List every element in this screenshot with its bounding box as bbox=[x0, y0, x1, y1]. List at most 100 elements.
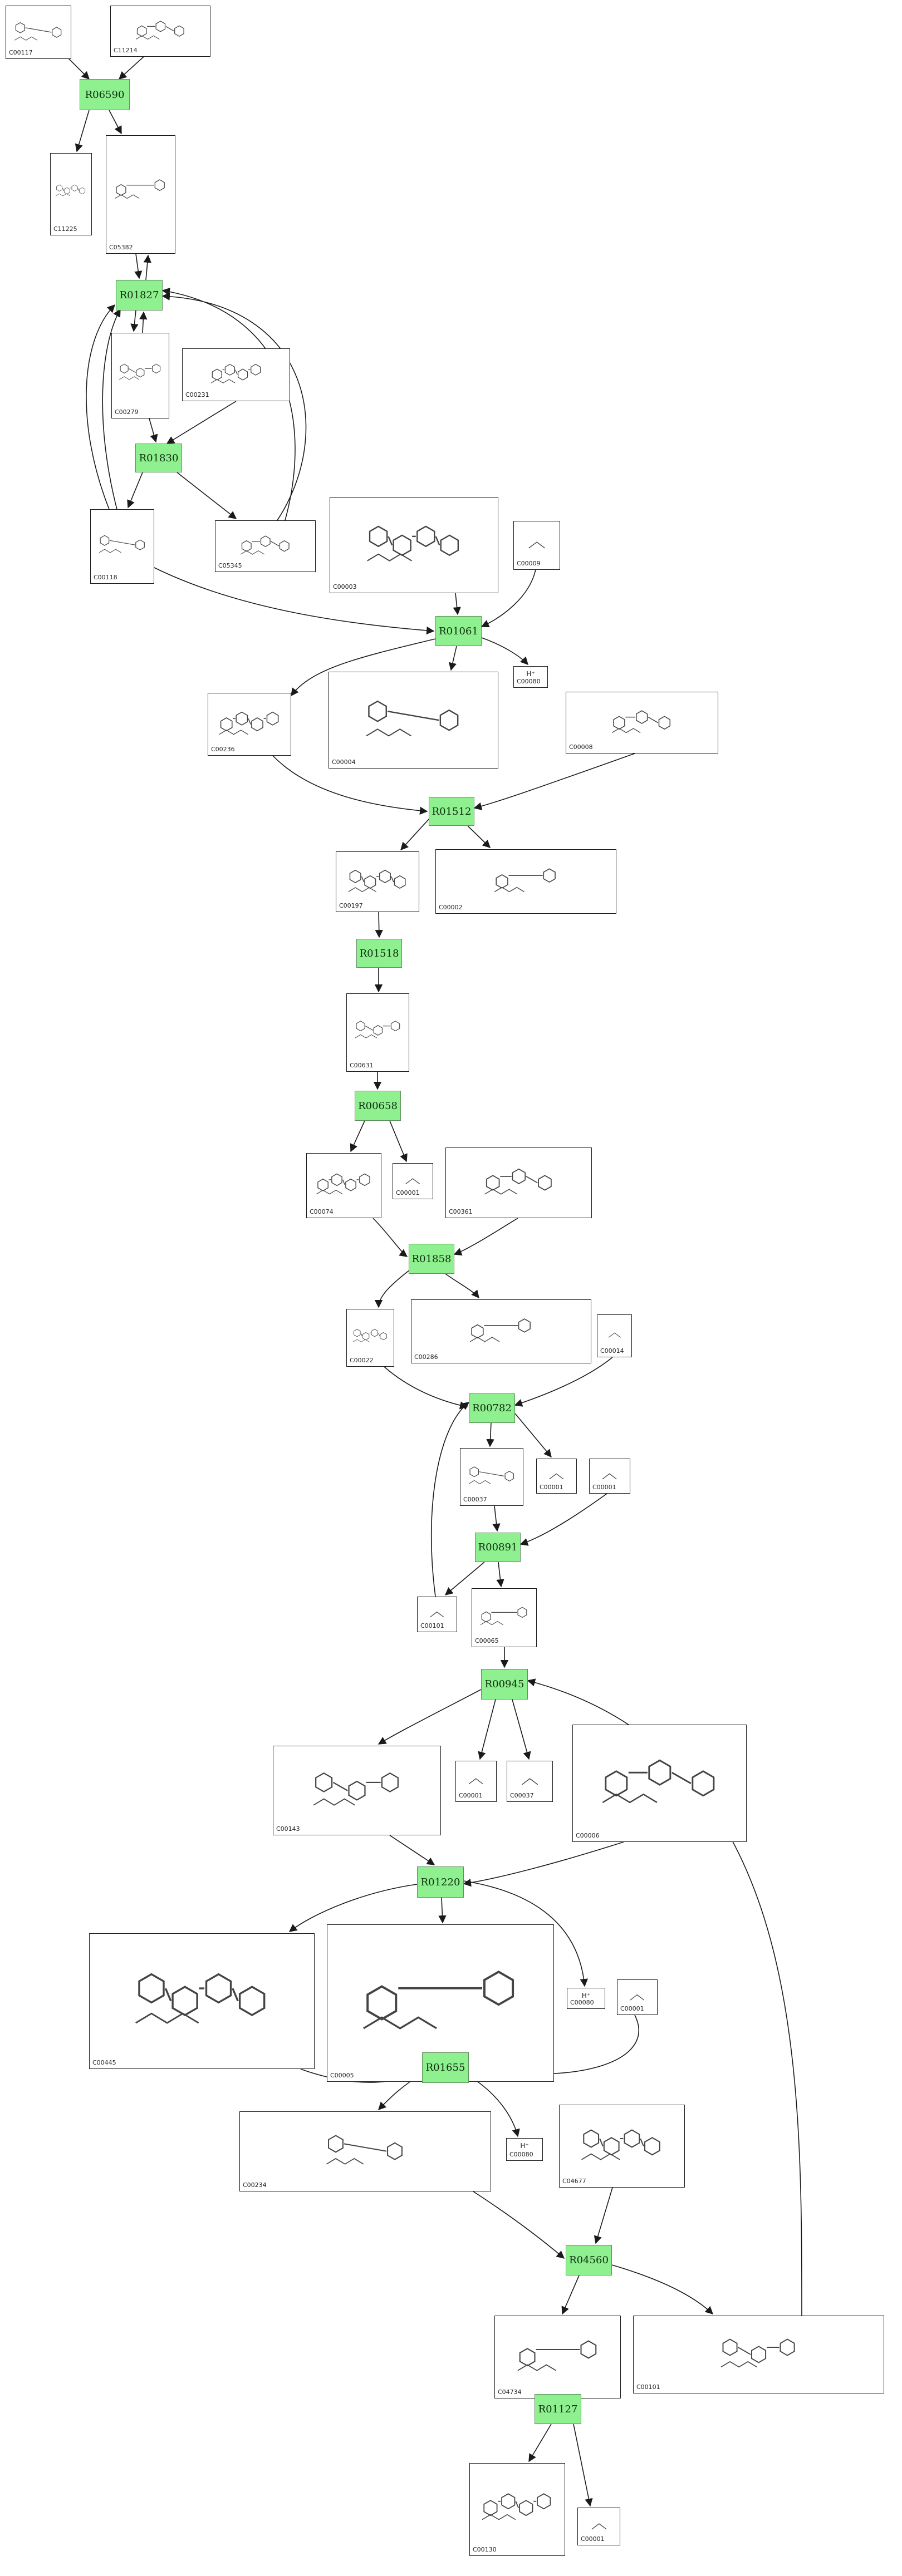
compound-c05382[interactable]: C05382 bbox=[106, 135, 175, 254]
compound-id-label: C00008 bbox=[569, 743, 593, 751]
compound-c00445[interactable]: C00445 bbox=[89, 1933, 315, 2069]
structure-drawing bbox=[363, 1971, 514, 2030]
compound-c04677[interactable]: C04677 bbox=[559, 2105, 685, 2188]
compound-c00231[interactable]: C00231 bbox=[182, 348, 290, 401]
compound-c05345[interactable]: C05345 bbox=[215, 520, 316, 572]
reaction-node-r01127[interactable]: R01127 bbox=[535, 2394, 581, 2424]
reaction-node-r06590[interactable]: R06590 bbox=[80, 79, 130, 110]
compound-c00234[interactable]: C00234 bbox=[239, 2111, 491, 2191]
compound-c00080c[interactable]: H⁺C00080 bbox=[506, 2138, 543, 2161]
edge-R06590-to-c05382 bbox=[109, 110, 122, 135]
compound-c00197[interactable]: C00197 bbox=[336, 851, 419, 912]
compound-c00001d[interactable]: C00001 bbox=[455, 1761, 497, 1802]
structure-drawing bbox=[581, 2129, 661, 2160]
compound-c00080a[interactable]: H⁺C00080 bbox=[513, 666, 548, 688]
compound-id-label: C11214 bbox=[114, 47, 138, 54]
compound-id-label: C00001 bbox=[620, 2005, 644, 2012]
compound-c11225[interactable]: C11225 bbox=[50, 153, 92, 235]
compound-c00143[interactable]: C00143 bbox=[273, 1746, 441, 1835]
compound-c00022[interactable]: C00022 bbox=[346, 1309, 394, 1367]
structure-drawing bbox=[313, 1772, 399, 1806]
edge-R01061-to-c00080a bbox=[481, 637, 528, 666]
compound-c00101b[interactable]: C00101 bbox=[633, 2316, 884, 2393]
reaction-node-r00782[interactable]: R00782 bbox=[469, 1393, 515, 1423]
compound-c00014[interactable]: C00014 bbox=[597, 1314, 632, 1357]
compound-id-label: C00009 bbox=[517, 560, 541, 567]
reaction-node-r01830[interactable]: R01830 bbox=[135, 444, 182, 472]
reaction-node-r01655[interactable]: R01655 bbox=[422, 2052, 469, 2083]
compound-c00001b[interactable]: C00001 bbox=[536, 1459, 577, 1494]
compound-c00361[interactable]: C00361 bbox=[445, 1147, 592, 1218]
compound-id-label: C04734 bbox=[498, 2388, 522, 2396]
reaction-node-r01512[interactable]: R01512 bbox=[429, 797, 474, 826]
compound-c00101[interactable]: C00101 bbox=[417, 1597, 457, 1632]
compound-c00002[interactable]: C00002 bbox=[435, 849, 616, 914]
compound-id-label: C00004 bbox=[332, 758, 356, 766]
edge-c00143-to-r01220 bbox=[389, 1835, 435, 1865]
structure-drawing bbox=[14, 22, 62, 41]
compound-formula: H⁺ bbox=[520, 2142, 529, 2150]
compound-id-label: C00074 bbox=[310, 1208, 334, 1215]
edge-R00945-to-c00037b bbox=[512, 1699, 531, 1760]
compound-c04734[interactable]: C04734 bbox=[494, 2316, 621, 2398]
compound-c00037[interactable]: C00037 bbox=[460, 1448, 523, 1506]
compound-id-label: C00286 bbox=[414, 1353, 438, 1361]
compound-c00008a[interactable]: C00008 bbox=[566, 692, 718, 753]
compound-c00117[interactable]: C00117 bbox=[6, 6, 71, 59]
structure-drawing bbox=[482, 2493, 551, 2520]
compound-id-label: C05382 bbox=[109, 244, 133, 251]
structure-drawing bbox=[517, 2340, 596, 2371]
compound-c00236[interactable]: C00236 bbox=[208, 693, 291, 756]
compound-c00118[interactable]: C00118 bbox=[90, 509, 154, 584]
edge-c11214-to-r06590 bbox=[118, 56, 144, 80]
reaction-node-r00945[interactable]: R00945 bbox=[481, 1669, 528, 1700]
edge-c00008a-to-r01512 bbox=[473, 753, 635, 810]
compound-c00074[interactable]: C00074 bbox=[306, 1153, 381, 1218]
reaction-node-r01518[interactable]: R01518 bbox=[356, 939, 402, 968]
compound-c00130[interactable]: C00130 bbox=[469, 2463, 565, 2556]
structure-drawing bbox=[326, 2135, 403, 2165]
compound-formula: H⁺ bbox=[581, 1992, 591, 1999]
edge-c00009-to-r01061 bbox=[481, 569, 536, 628]
reaction-node-r01220[interactable]: R01220 bbox=[417, 1866, 464, 1898]
structure-drawing bbox=[468, 1466, 514, 1485]
compound-c00065[interactable]: C00065 bbox=[472, 1588, 537, 1647]
compound-c00631[interactable]: C00631 bbox=[346, 993, 409, 1072]
compound-id-label: C00631 bbox=[350, 1062, 374, 1069]
reaction-node-r01858[interactable]: R01858 bbox=[409, 1244, 454, 1274]
compound-c00279[interactable]: C00279 bbox=[111, 333, 169, 418]
edge-R00945-to-c00143 bbox=[378, 1689, 482, 1745]
reaction-node-r00658[interactable]: R00658 bbox=[355, 1091, 401, 1121]
edge-c04677-to-r04560 bbox=[594, 2187, 613, 2244]
reaction-node-r01827[interactable]: R01827 bbox=[116, 280, 163, 311]
reaction-node-r00891[interactable]: R00891 bbox=[475, 1533, 521, 1562]
reaction-node-r04560[interactable]: R04560 bbox=[566, 2245, 612, 2275]
compound-c00001f[interactable]: C00001 bbox=[577, 2508, 620, 2545]
compound-c00080b[interactable]: H⁺C00080 bbox=[567, 1988, 605, 2009]
compound-c00286[interactable]: C00286 bbox=[411, 1299, 591, 1363]
structure-drawing bbox=[602, 1759, 714, 1804]
compound-c00004[interactable]: C00004 bbox=[329, 672, 498, 769]
structure-drawing bbox=[219, 711, 279, 735]
compound-c00001c[interactable]: C00001 bbox=[589, 1459, 630, 1494]
edge-R01220-to-c00005 bbox=[438, 1897, 447, 1924]
reaction-node-r01061[interactable]: R01061 bbox=[435, 616, 482, 646]
compound-c00001e[interactable]: C00001 bbox=[617, 1979, 658, 2015]
compound-id-label: C00279 bbox=[115, 408, 139, 416]
compound-c11214[interactable]: C11214 bbox=[110, 6, 210, 57]
compound-c00037b[interactable]: C00037 bbox=[507, 1761, 553, 1802]
edge-R00945-to-c00001d bbox=[478, 1699, 496, 1760]
compound-id-label: C00130 bbox=[473, 2546, 497, 2553]
edge-R00891-to-c00101 bbox=[444, 1562, 485, 1595]
compound-id-label: C05345 bbox=[218, 562, 242, 569]
compound-c00009[interactable]: C00009 bbox=[513, 521, 560, 570]
compound-id-label: C00005 bbox=[330, 2072, 354, 2079]
compound-c00003[interactable]: C00003 bbox=[330, 497, 498, 593]
compound-c00006[interactable]: C00006 bbox=[572, 1725, 747, 1842]
compound-c00001a[interactable]: C00001 bbox=[393, 1163, 433, 1199]
compound-id-label: C00006 bbox=[576, 1832, 600, 1839]
structure-drawing bbox=[602, 1473, 617, 1480]
compound-id-label: C00037 bbox=[510, 1792, 534, 1799]
compound-id-label: C00234 bbox=[243, 2181, 267, 2189]
